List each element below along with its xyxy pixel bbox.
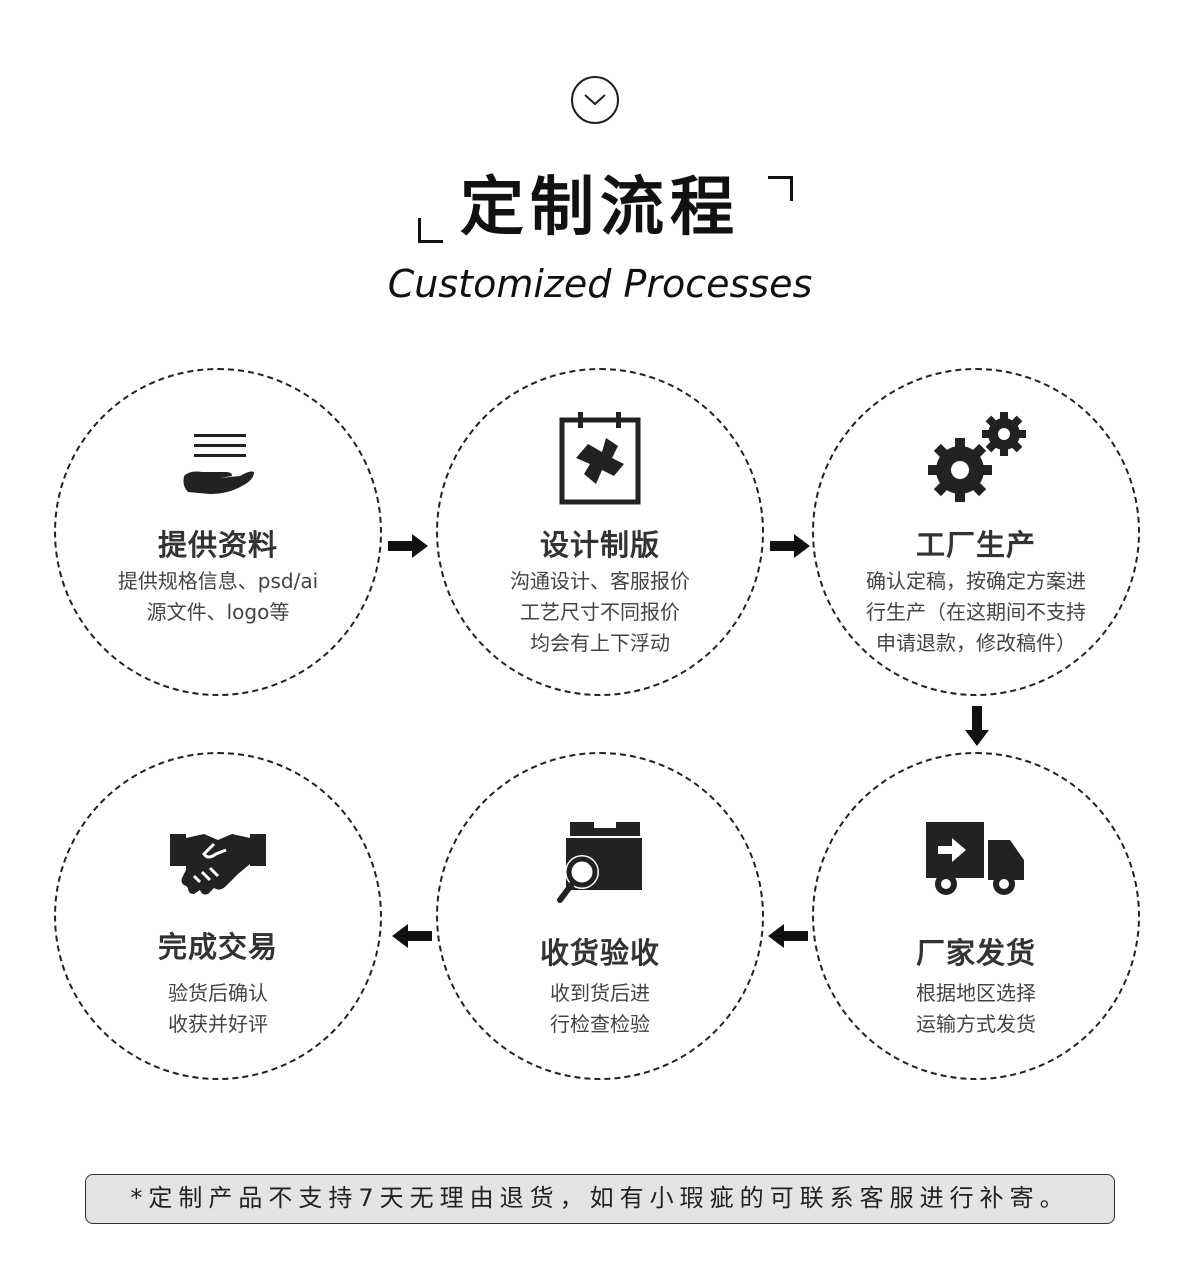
step-desc-line: 根据地区选择 bbox=[916, 981, 1036, 1005]
step-title: 工厂生产 bbox=[915, 528, 1036, 562]
step-description: 提供规格信息、psd/ai 源文件、logo等 bbox=[56, 566, 380, 628]
arrow-left-icon bbox=[768, 924, 808, 948]
step-desc-line: 工艺尺寸不同报价 bbox=[520, 600, 680, 624]
step-provide-materials: 提供资料 提供规格信息、psd/ai 源文件、logo等 bbox=[54, 368, 382, 696]
step-title: 提供资料 bbox=[157, 528, 278, 562]
arrow-down-icon bbox=[965, 706, 989, 746]
step-desc-line: 运输方式发货 bbox=[916, 1012, 1036, 1036]
chevron-down-icon bbox=[584, 94, 606, 106]
step-desc-line: 均会有上下浮动 bbox=[530, 631, 670, 655]
step-design-plate: 设计制版 沟通设计、客服报价 工艺尺寸不同报价 均会有上下浮动 bbox=[436, 368, 764, 696]
step-desc-line: 收到货后进 bbox=[550, 981, 650, 1005]
document-hand-icon bbox=[183, 434, 254, 494]
step-description: 验货后确认 收获并好评 bbox=[56, 978, 380, 1040]
step-title: 收货验收 bbox=[539, 936, 660, 970]
step-title: 设计制版 bbox=[539, 528, 660, 562]
notice-banner: *定制产品不支持7天无理由退货，如有小瑕疵的可联系客服进行补寄。 bbox=[85, 1174, 1115, 1224]
step-desc-line: 提供规格信息、psd/ai bbox=[117, 569, 319, 593]
title-corner-right bbox=[768, 176, 793, 201]
step-desc-line: 申请退款，修改稿件） bbox=[876, 631, 1076, 655]
title-corner-left bbox=[418, 218, 443, 243]
arrow-right-icon bbox=[770, 534, 810, 558]
step-desc-line: 沟通设计、客服报价 bbox=[510, 569, 690, 593]
chevron-down-button[interactable] bbox=[571, 76, 619, 124]
box-inspect-icon bbox=[557, 822, 642, 903]
step-title: 厂家发货 bbox=[915, 936, 1036, 970]
gears-icon bbox=[928, 412, 1026, 502]
step-desc-line: 行检查检验 bbox=[550, 1012, 650, 1036]
delivery-truck-icon bbox=[926, 822, 1024, 895]
step-factory-production: 工厂生产 确认定稿，按确定方案进 行生产（在这期间不支持 申请退款，修改稿件） bbox=[812, 368, 1140, 696]
step-desc-line: 行生产（在这期间不支持 bbox=[866, 600, 1086, 624]
step-complete-transaction: 完成交易 验货后确认 收获并好评 bbox=[54, 752, 382, 1080]
calendar-design-icon bbox=[559, 412, 641, 505]
arrow-right-icon bbox=[388, 534, 428, 558]
step-desc-line: 源文件、logo等 bbox=[146, 600, 290, 624]
page-subtitle: Customized Processes bbox=[387, 262, 813, 306]
step-receipt-inspection: 收货验收 收到货后进 行检查检验 bbox=[436, 752, 764, 1080]
arrow-left-icon bbox=[392, 924, 432, 948]
step-desc-line: 验货后确认 bbox=[168, 981, 268, 1005]
step-description: 根据地区选择 运输方式发货 bbox=[814, 978, 1138, 1040]
step-title: 完成交易 bbox=[157, 930, 278, 964]
step-description: 沟通设计、客服报价 工艺尺寸不同报价 均会有上下浮动 bbox=[438, 566, 762, 659]
step-description: 确认定稿，按确定方案进 行生产（在这期间不支持 申请退款，修改稿件） bbox=[814, 566, 1138, 659]
step-desc-line: 收获并好评 bbox=[168, 1012, 268, 1036]
title-block: 定制流程 bbox=[0, 168, 1200, 248]
step-desc-line: 确认定稿，按确定方案进 bbox=[866, 569, 1086, 593]
page-title: 定制流程 bbox=[460, 171, 740, 245]
step-description: 收到货后进 行检查检验 bbox=[438, 978, 762, 1040]
handshake-icon bbox=[170, 834, 266, 895]
step-factory-shipping: 厂家发货 根据地区选择 运输方式发货 bbox=[812, 752, 1140, 1080]
